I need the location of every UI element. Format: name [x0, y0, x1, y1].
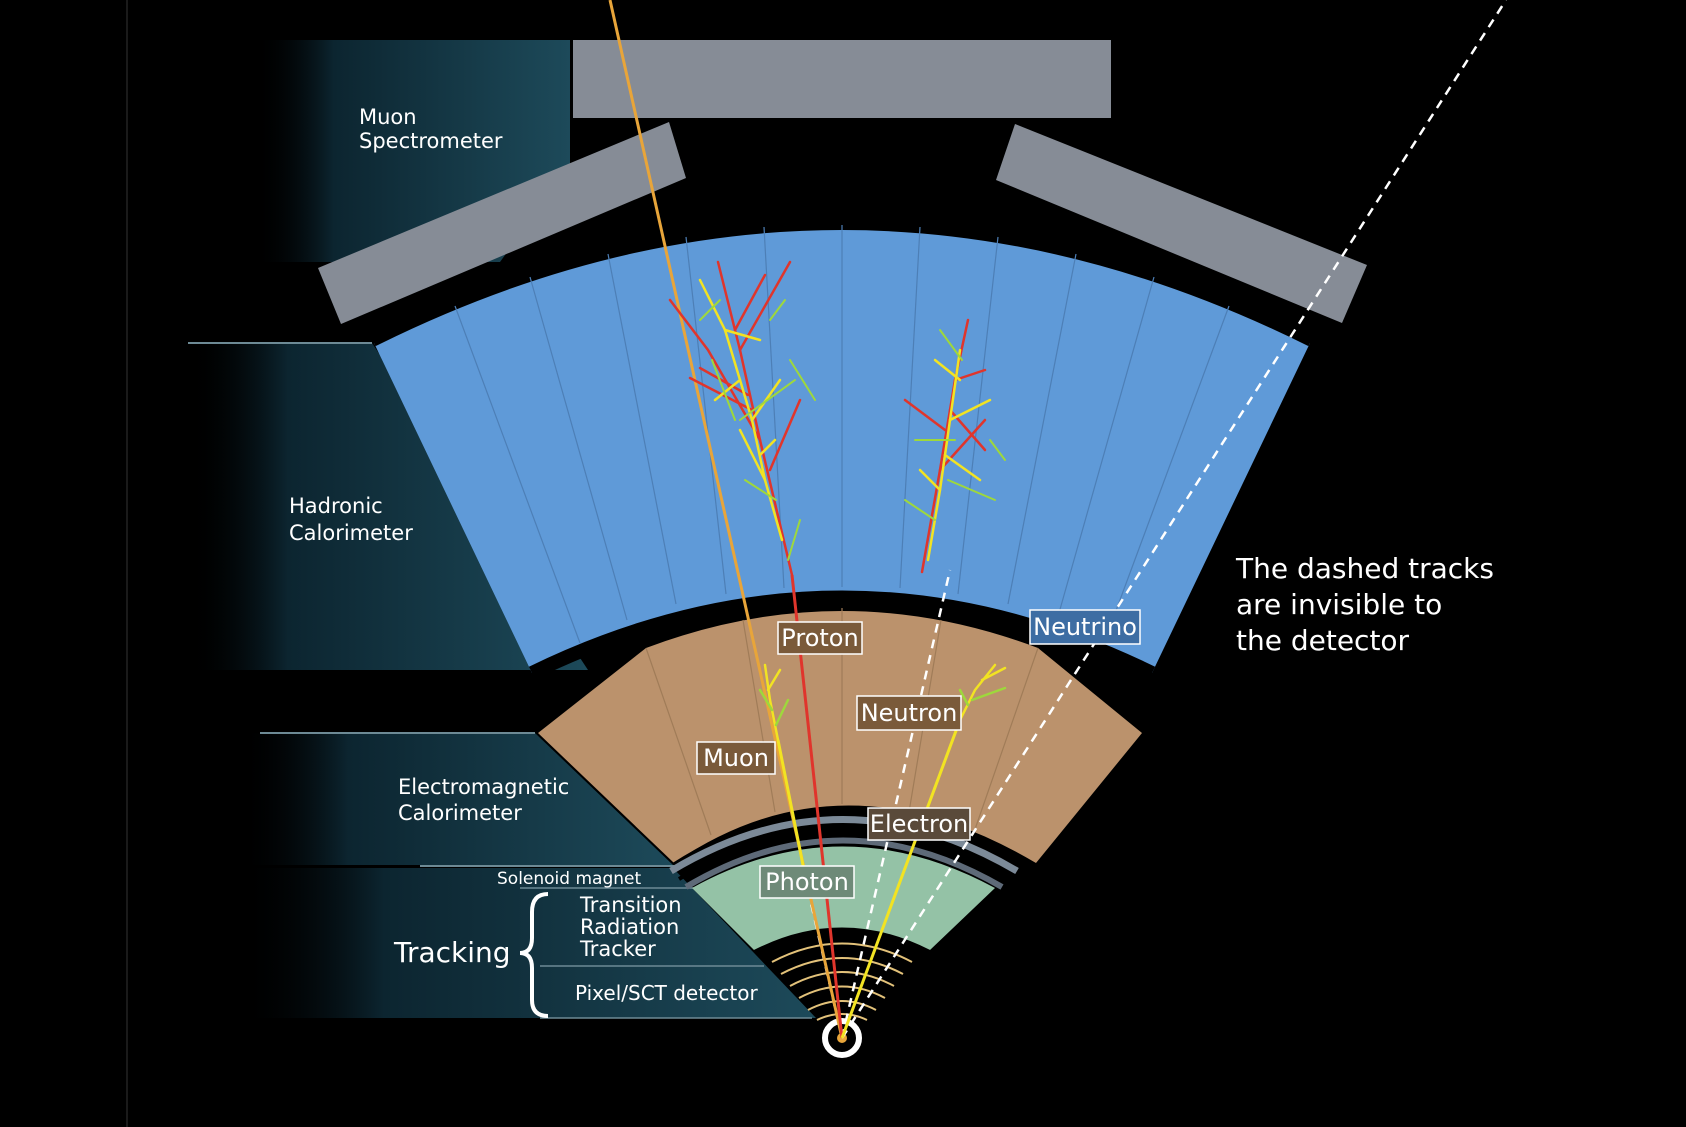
tracking-label: Tracking [393, 936, 511, 969]
pixel-sct-arcs [771, 942, 913, 1021]
trt-label: Transition Radiation Tracker [579, 893, 688, 961]
tracking-brace [519, 892, 549, 1018]
svg-text:Muon: Muon [703, 744, 769, 772]
photon-shower-line [776, 739, 810, 891]
solenoid-ring-3 [677, 828, 1011, 881]
neutrino-track [840, 0, 1508, 1039]
electron-track [840, 719, 962, 1039]
pixel-sct-region [754, 927, 930, 1036]
neutron-track [840, 569, 952, 1039]
proton-shower [668, 260, 816, 577]
solenoid-ring-1 [669, 816, 1019, 875]
solenoid-magnet [672, 809, 1022, 868]
neutron-shower [903, 318, 1006, 574]
svg-text:Neutron: Neutron [861, 699, 958, 727]
solenoid-label: Solenoid magnet [497, 869, 641, 889]
pixel-sct-label: Pixel/SCT detector [575, 981, 758, 1005]
muon-tag: Muon [696, 741, 776, 775]
muon-spectrometer-label: Muon Spectrometer [359, 105, 503, 153]
em-calorimeter-label: Electromagnetic Calorimeter [398, 775, 576, 825]
proton-tag: Proton [777, 621, 863, 655]
svg-text:Proton: Proton [781, 624, 858, 652]
interaction-point [822, 1018, 862, 1058]
muon-chamber-top [573, 40, 1111, 118]
photon-em-shower [758, 663, 790, 742]
muon-chamber-left [318, 122, 686, 324]
svg-text:Neutrino: Neutrino [1033, 613, 1137, 641]
electron-tag: Electron [867, 807, 971, 841]
neutron-tag: Neutron [856, 695, 962, 731]
em-cell-lines [645, 608, 1039, 836]
neutrino-tag: Neutrino [1029, 609, 1141, 645]
hadronic-calorimeter-label: Hadronic Calorimeter [289, 494, 413, 545]
solenoid-ring-2 [684, 837, 1004, 890]
muon-chamber-right [996, 124, 1367, 323]
invisible-tracks-note: The dashed tracks are invisible to the d… [1235, 552, 1503, 657]
photon-tag: Photon [759, 865, 855, 899]
em-band [240, 733, 673, 865]
hadronic-band [188, 343, 588, 670]
electron-em-shower [958, 663, 1007, 722]
dashed-tracks [806, 0, 1508, 1039]
svg-text:Electron: Electron [870, 810, 968, 838]
tracking-band [240, 868, 816, 1018]
svg-text:Photon: Photon [765, 868, 849, 896]
